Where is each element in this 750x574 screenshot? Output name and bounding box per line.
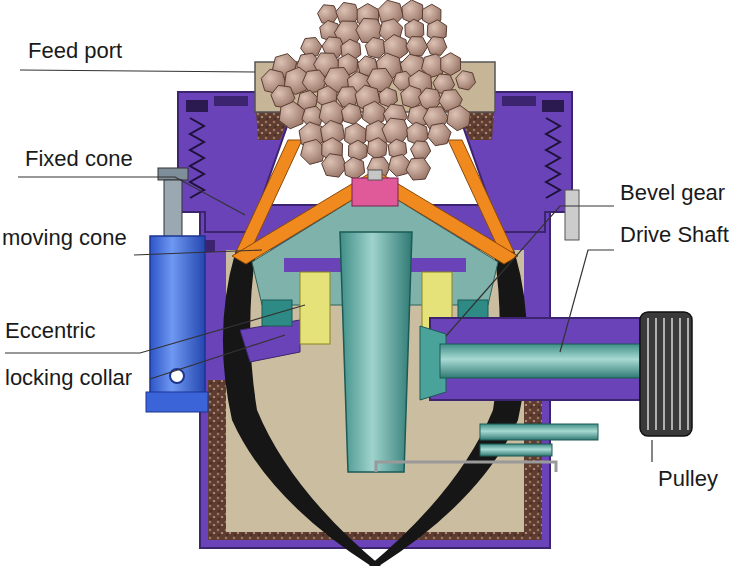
pulley-part (647, 318, 649, 430)
main-shaft-part (300, 272, 330, 344)
hydraulic-cylinder-part (146, 392, 208, 412)
main-shaft-part (376, 462, 556, 472)
hydraulic-cylinder-part (170, 369, 184, 383)
drive-assembly-part (440, 344, 640, 378)
top-frame-part (178, 92, 292, 232)
hydraulic-cylinder-part (158, 168, 188, 180)
drive-assembly-part (480, 424, 598, 440)
part-label: locking collar (5, 365, 132, 391)
feed-rocks-part (406, 37, 428, 56)
leader-lines-part (18, 177, 245, 215)
feed-rocks-part (456, 71, 476, 90)
hydraulic-cylinder-part (164, 180, 182, 238)
moving-cone-part (368, 170, 382, 180)
drive-assembly-part (430, 318, 640, 400)
top-frame-part (502, 96, 536, 106)
top-frame-part (565, 190, 579, 240)
feed-rocks-part (279, 102, 304, 129)
leader-lines-part (446, 206, 614, 336)
part-label: Feed port (28, 38, 122, 64)
part-label: Pulley (658, 466, 718, 492)
feed-rocks (261, 0, 475, 180)
feed-rocks-part (427, 37, 447, 56)
leader-lines-part (20, 70, 255, 72)
main-shaft-part (340, 232, 412, 472)
pulley-part (640, 312, 692, 436)
feed-rocks-part (441, 53, 461, 76)
top-frame-part (214, 96, 248, 106)
feed-rocks-part (322, 154, 347, 178)
pulley-part (671, 318, 673, 430)
feed-rocks-part (427, 123, 451, 146)
pulley-part (655, 318, 657, 430)
hydraulic-cylinder-part (150, 236, 205, 396)
leader-lines-part (134, 250, 262, 255)
leader-lines-part (5, 305, 305, 353)
hydraulic-cylinder-part (205, 240, 215, 252)
pulley (640, 312, 692, 436)
drive-assembly (420, 318, 640, 456)
leader-lines-part (150, 335, 285, 379)
pulley-part (679, 318, 681, 430)
moving-cone-part (352, 178, 398, 206)
drive-assembly-part (480, 444, 552, 456)
feed-rocks-part (406, 158, 430, 180)
leader-lines-part (560, 250, 614, 352)
feed-rocks-part (411, 141, 431, 159)
top-frame-part (186, 100, 208, 112)
part-label: moving cone (2, 225, 127, 251)
top-frame-part (546, 118, 560, 198)
feed-rocks-part (447, 105, 470, 130)
pulley-part (663, 318, 665, 430)
part-label: Drive Shaft (620, 222, 729, 248)
leader-lines (5, 70, 652, 462)
part-label: Eccentric (5, 318, 95, 344)
top-frame-part (542, 100, 564, 112)
part-label: Bevel gear (620, 180, 725, 206)
feed-rocks-part (344, 157, 365, 179)
pulley-part (687, 318, 689, 430)
feed-rocks-part (367, 138, 387, 159)
feed-rocks-part (388, 154, 410, 176)
hydraulic-cylinder (146, 168, 215, 412)
leader-lines-part (651, 440, 652, 462)
feed-rocks-part (341, 103, 362, 124)
part-label: Fixed cone (25, 146, 133, 172)
